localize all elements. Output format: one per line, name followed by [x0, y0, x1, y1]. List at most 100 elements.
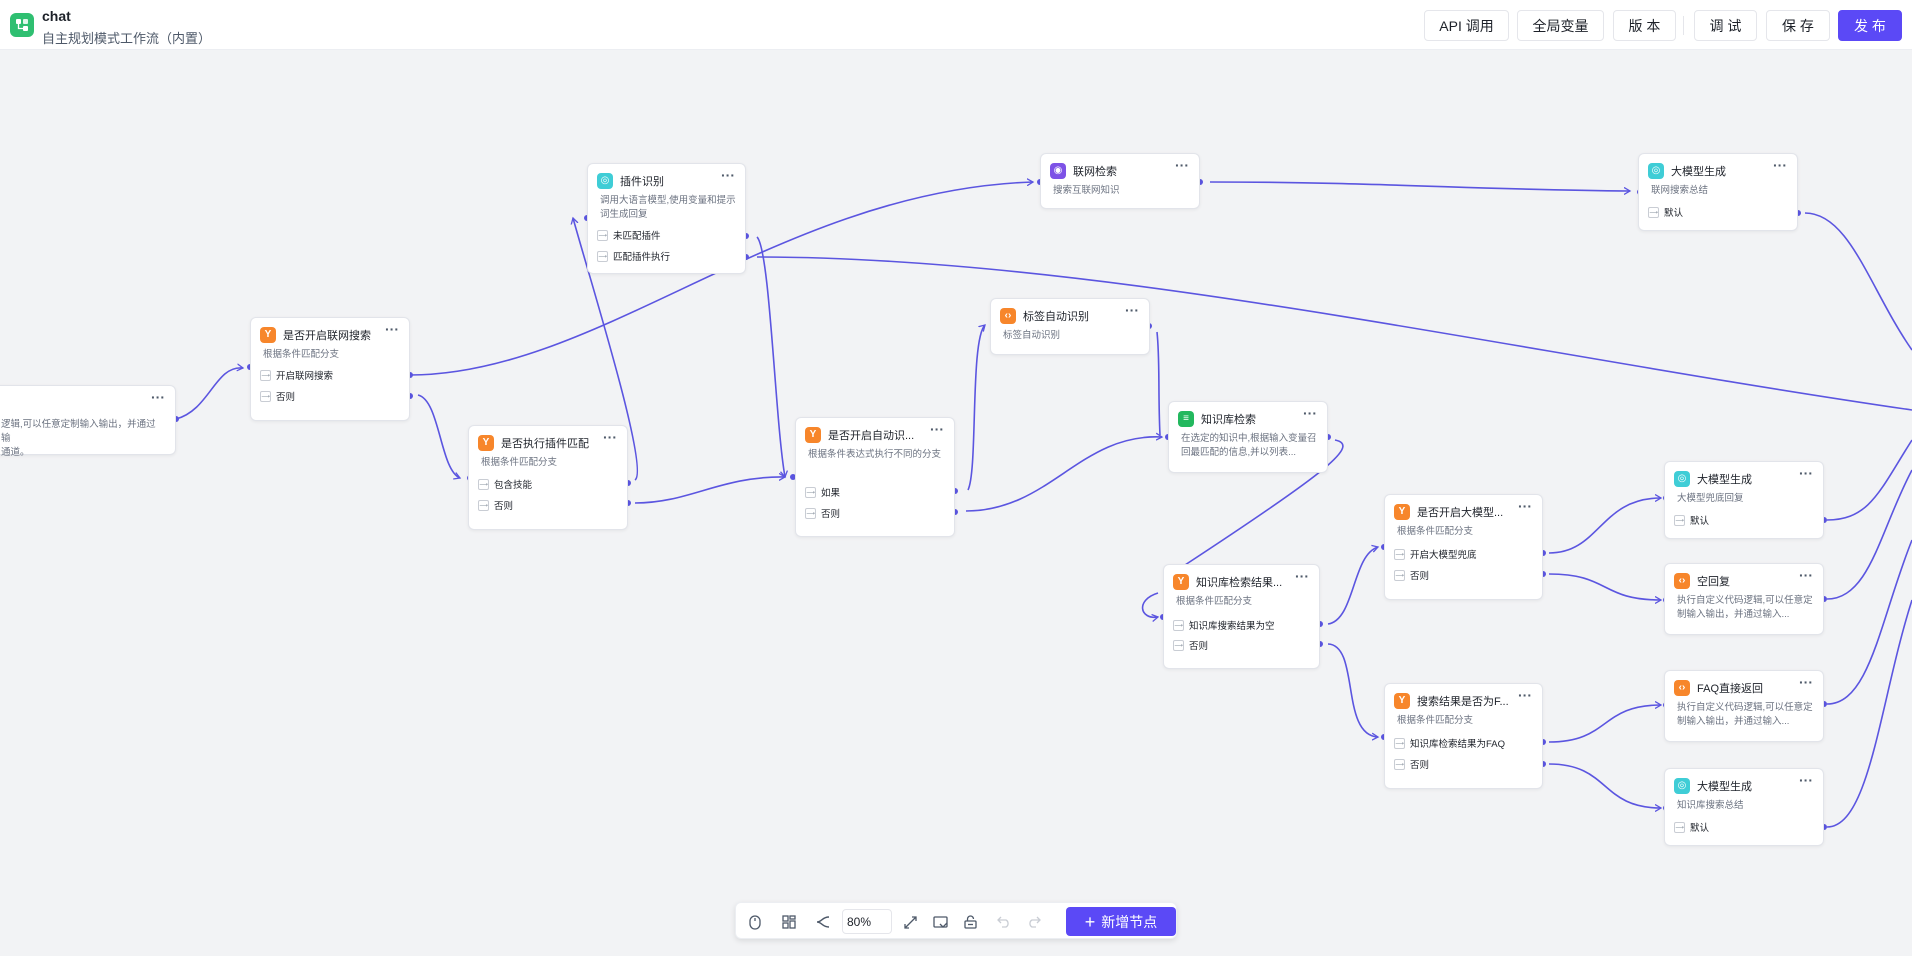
edge: [1826, 469, 1912, 600]
fit-view-icon[interactable]: [900, 912, 920, 932]
knowledge-result-branch-node[interactable]: Y 知识库检索结果... ··· 根据条件匹配分支 ⟶知识库搜索结果为空 ⟶否则: [1163, 564, 1320, 669]
zoom-level-input[interactable]: 80%: [842, 909, 892, 934]
publish-button[interactable]: 发 布: [1838, 10, 1902, 41]
llm-generate-node-top[interactable]: ◎ 大模型生成 ··· 联网搜索总结 ⟶默认: [1638, 153, 1798, 231]
condition-icon: ⟶: [597, 229, 608, 241]
condition-icon: ⟶: [1394, 758, 1405, 770]
condition-icon: ⟶: [260, 369, 271, 381]
empty-reply-node[interactable]: ‹› 空回复 ··· 执行自定义代码逻辑,可以任意定制输入输出，并通过输入...: [1664, 563, 1824, 635]
branch-icon: Y: [1173, 574, 1189, 590]
minimap-icon[interactable]: [930, 912, 950, 932]
model-icon: ◎: [1674, 778, 1690, 794]
node-description: 执行自定义代码逻辑,可以任意定制输入输出，并通过输入...: [1677, 702, 1813, 727]
add-node-button[interactable]: + 新增节点: [1066, 907, 1176, 936]
node-more-icon[interactable]: ···: [930, 421, 944, 437]
node-more-icon[interactable]: ···: [385, 321, 399, 337]
web-search-branch-node[interactable]: Y 是否开启联网搜索 ··· 根据条件匹配分支 ⟶开启联网搜索 ⟶否则: [250, 317, 410, 421]
edge: [756, 256, 1912, 411]
web-search-node[interactable]: ◉ 联网检索 ··· 搜索互联网知识: [1040, 153, 1200, 209]
branch-option: ⟶开启联网搜索: [260, 369, 334, 382]
node-description: 逻辑,可以任意定制输入输出，并通过输 通道。: [1, 419, 156, 458]
api-call-button[interactable]: API 调用: [1424, 10, 1509, 41]
node-description: 根据条件表达式执行不同的分支: [808, 449, 942, 460]
knowledge-search-node[interactable]: ≡ 知识库检索 ··· 在选定的知识中,根据输入变量召回最匹配的信息,并以列表.…: [1168, 401, 1328, 473]
node-title: 大模型生成: [1697, 781, 1752, 793]
code-node-partial[interactable]: ··· 逻辑,可以任意定制输入输出，并通过输 通道。: [0, 385, 176, 458]
node-more-icon[interactable]: ···: [1518, 687, 1532, 703]
branch-option: ⟶否则: [478, 499, 514, 512]
node-more-icon[interactable]: ···: [603, 429, 617, 445]
global-variables-button[interactable]: 全局变量: [1517, 10, 1604, 41]
model-icon: ◎: [1648, 163, 1664, 179]
node-more-icon[interactable]: ···: [1799, 674, 1813, 690]
code-icon: ‹›: [1000, 308, 1016, 324]
llm-fallback-branch-node[interactable]: Y 是否开启大模型... ··· 根据条件匹配分支 ⟶开启大模型兜底 ⟶否则: [1384, 494, 1543, 600]
edge: [175, 368, 243, 420]
model-icon: ◎: [1674, 471, 1690, 487]
node-title: 大模型生成: [1671, 166, 1726, 178]
output-option: ⟶默认: [1674, 821, 1710, 834]
node-description: 在选定的知识中,根据输入变量召回最匹配的信息,并以列表...: [1181, 433, 1317, 458]
node-more-icon[interactable]: ···: [1303, 405, 1317, 421]
canvas-toolbar: 80% + 新增节点: [735, 902, 1177, 939]
node-more-icon[interactable]: ···: [1799, 772, 1813, 788]
branch-option: ⟶开启大模型兜底: [1394, 548, 1477, 561]
condition-icon: ⟶: [1173, 619, 1184, 631]
branch-option: ⟶否则: [805, 507, 841, 520]
plus-icon: +: [1084, 911, 1096, 932]
code-icon: ‹›: [1674, 680, 1690, 696]
top-bar: chat 自主规划模式工作流（内置） API 调用 全局变量 版 本 调 试 保…: [0, 0, 1912, 50]
debug-button[interactable]: 调 试: [1694, 10, 1757, 41]
branch-icon: Y: [805, 427, 821, 443]
edge: [1548, 498, 1661, 554]
edge: [1327, 547, 1378, 625]
port: [790, 474, 796, 480]
node-more-icon[interactable]: ···: [1125, 302, 1139, 318]
branch-icon: Y: [478, 435, 494, 451]
version-button[interactable]: 版 本: [1613, 10, 1676, 41]
node-description: 调用大语言模型,使用变量和提示词生成回复: [600, 195, 736, 220]
add-node-label: 新增节点: [1101, 913, 1158, 930]
layout-icon[interactable]: [779, 912, 799, 932]
edge: [1327, 643, 1378, 737]
redo-icon[interactable]: [1024, 912, 1044, 932]
undo-icon[interactable]: [994, 912, 1014, 932]
app-title: chat: [42, 8, 71, 24]
globe-icon: ◉: [1050, 163, 1066, 179]
node-more-icon[interactable]: ···: [1773, 157, 1787, 173]
edge: [1826, 599, 1912, 828]
connector-icon[interactable]: [813, 912, 833, 932]
tag-recognition-node[interactable]: ‹› 标签自动识别 ··· 标签自动识别: [990, 298, 1150, 355]
faq-direct-return-node[interactable]: ‹› FAQ直接返回 ··· 执行自定义代码逻辑,可以任意定制输入输出，并通过输…: [1664, 670, 1824, 742]
node-more-icon[interactable]: ···: [1175, 157, 1189, 173]
condition-icon: ⟶: [805, 486, 816, 498]
node-title: 联网检索: [1073, 166, 1117, 178]
database-icon: ≡: [1178, 411, 1194, 427]
output-option: ⟶默认: [1674, 514, 1710, 527]
node-description: 根据条件匹配分支: [1176, 596, 1253, 607]
plugin-recognition-node[interactable]: ◎ 插件识别 ··· 调用大语言模型,使用变量和提示词生成回复 ⟶未匹配插件 ⟶…: [587, 163, 746, 274]
node-more-icon[interactable]: ···: [151, 389, 165, 405]
condition-icon: ⟶: [597, 250, 608, 262]
branch-option: ⟶否则: [1173, 639, 1209, 652]
branch-icon: Y: [1394, 504, 1410, 520]
node-more-icon[interactable]: ···: [1518, 498, 1532, 514]
node-description: 执行自定义代码逻辑,可以任意定制输入输出，并通过输入...: [1677, 595, 1813, 620]
llm-generate-node-mid[interactable]: ◎ 大模型生成 ··· 大模型兜底回复 ⟶默认: [1664, 461, 1824, 539]
node-more-icon[interactable]: ···: [1799, 465, 1813, 481]
condition-icon: ⟶: [478, 478, 489, 490]
llm-generate-node-bottom[interactable]: ◎ 大模型生成 ··· 知识库搜索总结 ⟶默认: [1664, 768, 1824, 846]
save-button[interactable]: 保 存: [1766, 10, 1830, 41]
plugin-branch-node[interactable]: Y 是否执行插件匹配 ··· 根据条件匹配分支 ⟶包含技能 ⟶否则: [468, 425, 628, 530]
auto-recognition-branch-node[interactable]: Y 是否开启自动识... ··· 根据条件表达式执行不同的分支 ⟶如果 ⟶否则: [795, 417, 955, 537]
node-description: 根据条件匹配分支: [481, 457, 558, 468]
node-title: 标签自动识别: [1023, 311, 1089, 323]
node-description: 知识库搜索总结: [1677, 800, 1744, 811]
faq-branch-node[interactable]: Y 搜索结果是否为F... ··· 根据条件匹配分支 ⟶知识库检索结果为FAQ …: [1384, 683, 1543, 789]
edge: [1804, 212, 1912, 351]
mouse-icon[interactable]: [745, 912, 765, 932]
unlock-icon[interactable]: [960, 912, 980, 932]
node-more-icon[interactable]: ···: [1799, 567, 1813, 583]
node-more-icon[interactable]: ···: [721, 167, 735, 183]
node-more-icon[interactable]: ···: [1295, 568, 1309, 584]
